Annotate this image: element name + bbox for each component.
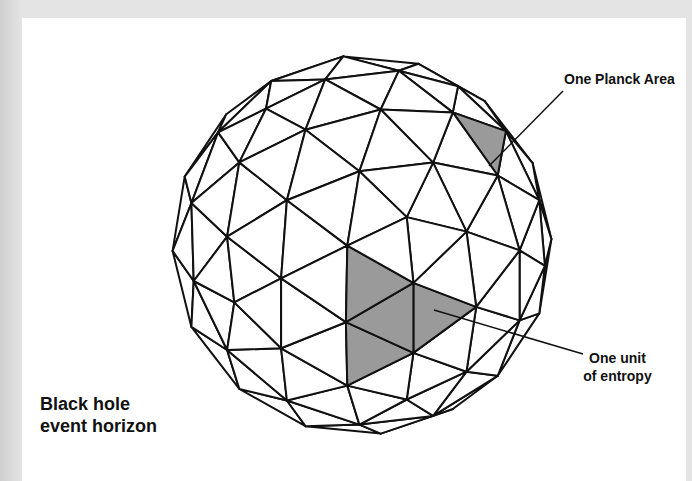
leader-line bbox=[489, 91, 563, 166]
mesh-triangle bbox=[227, 348, 287, 400]
mesh-triangle bbox=[359, 110, 433, 172]
mesh-triangle bbox=[234, 278, 281, 348]
leader-line bbox=[434, 310, 583, 354]
callout-label: One Planck Area bbox=[564, 71, 675, 87]
caption-label: Black hole event horizon bbox=[40, 393, 165, 437]
mesh-triangle bbox=[347, 217, 413, 283]
mesh-triangle bbox=[173, 203, 194, 281]
mesh-triangle bbox=[520, 250, 545, 320]
horizon-mesh bbox=[173, 56, 552, 433]
mesh-triangle bbox=[281, 246, 347, 323]
mesh-triangle bbox=[407, 217, 467, 283]
mesh-triangle bbox=[381, 71, 453, 113]
callout-label: One unit of entropy bbox=[581, 349, 654, 385]
mesh-triangle bbox=[227, 200, 287, 278]
